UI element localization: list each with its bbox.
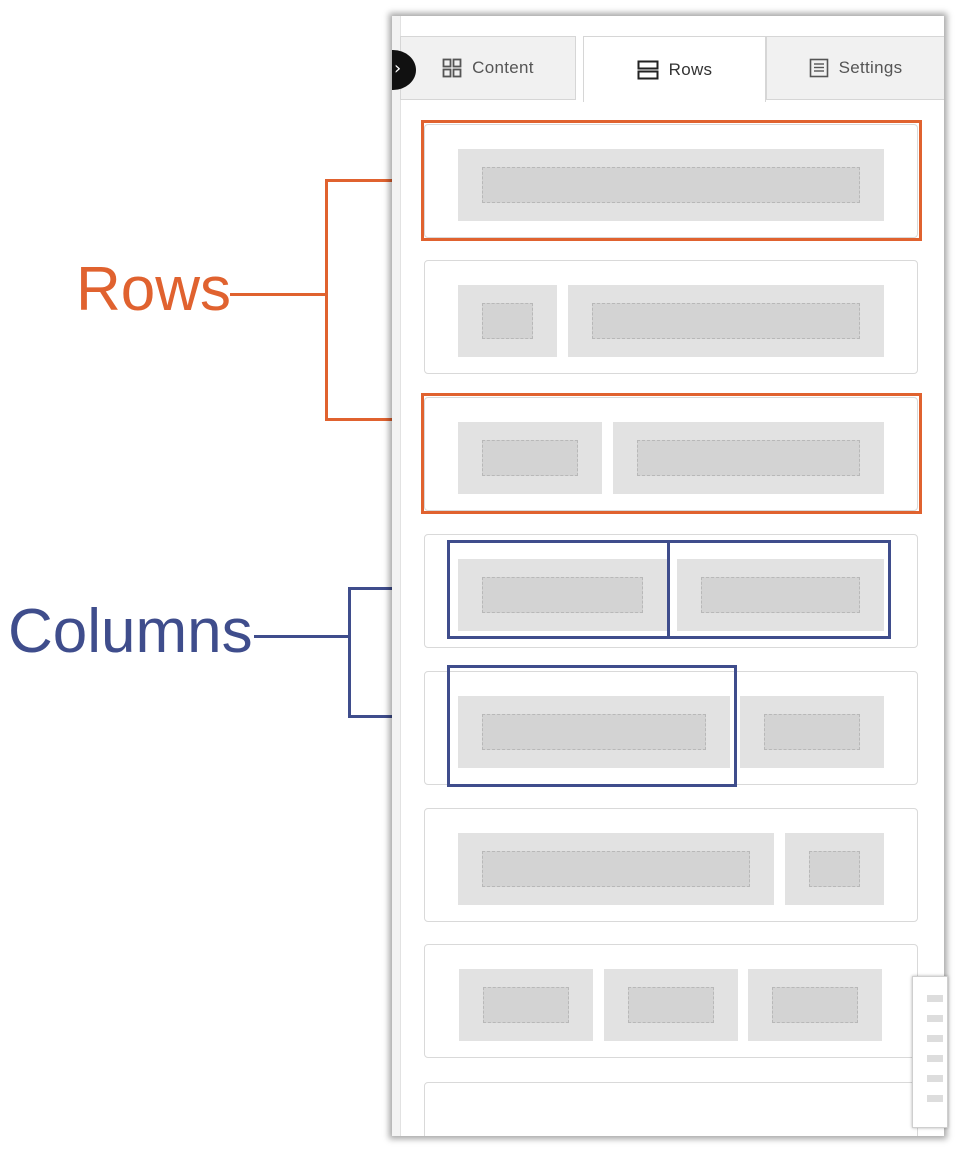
column-block (740, 696, 884, 768)
column-placeholder (482, 714, 706, 750)
column-placeholder (482, 851, 750, 887)
column-block (785, 833, 884, 905)
thumbnail-line (927, 1015, 943, 1022)
column-placeholder (628, 987, 714, 1023)
thumbnail-line (927, 1055, 943, 1062)
column-placeholder (482, 440, 578, 476)
row-layout-twothird-third[interactable] (424, 671, 918, 785)
rows-annotation-label: Rows (76, 255, 232, 324)
row-layout-list (392, 16, 944, 1136)
tab-settings-label: Settings (838, 58, 903, 77)
rows-bracket-top (325, 179, 423, 182)
column-block (568, 285, 884, 357)
column-placeholder (809, 851, 860, 887)
thumbnail-preview (912, 976, 948, 1128)
grid-icon (442, 58, 462, 78)
column-placeholder (483, 987, 569, 1023)
tab-settings[interactable]: Settings (766, 36, 944, 100)
builder-panel: Content Rows Settings › (392, 16, 944, 1136)
panel-edge (392, 16, 401, 1136)
column-block (458, 696, 730, 768)
chevron-right-icon: › (394, 58, 402, 79)
rows-pointer-line (230, 293, 328, 296)
rows-bracket-vertical (325, 179, 328, 421)
row-layout-three-col[interactable] (424, 944, 918, 1058)
tab-bar: Content Rows Settings (400, 36, 944, 102)
settings-list-icon (809, 58, 828, 78)
column-block (613, 422, 884, 494)
column-block (604, 969, 738, 1041)
column-placeholder (482, 577, 643, 613)
column-placeholder (772, 987, 858, 1023)
row-layout-1-col[interactable] (424, 124, 918, 238)
rows-icon (637, 60, 659, 79)
column-placeholder (637, 440, 860, 476)
row-layout-threequarter-quarter[interactable] (424, 808, 918, 922)
tab-content[interactable]: Content (400, 36, 576, 100)
column-block (458, 422, 602, 494)
thumbnail-line (927, 995, 943, 1002)
tab-content-label: Content (472, 58, 534, 77)
rows-bracket-bottom (325, 418, 423, 421)
row-layout-quarter-threequarter[interactable] (424, 260, 918, 374)
tab-rows-label: Rows (668, 59, 713, 79)
row-layout-partial[interactable] (424, 1082, 918, 1136)
column-block (458, 559, 667, 631)
thumbnail-line (927, 1075, 943, 1082)
row-layout-half-half[interactable] (424, 534, 918, 648)
column-placeholder (701, 577, 860, 613)
thumbnail-line (927, 1035, 943, 1042)
columns-pointer-line (254, 635, 350, 638)
column-block (458, 149, 884, 221)
column-placeholder (482, 303, 533, 339)
column-placeholder (592, 303, 860, 339)
row-layout-third-twothird[interactable] (424, 397, 918, 511)
tab-rows[interactable]: Rows (583, 36, 766, 102)
column-block (677, 559, 884, 631)
columns-annotation-label: Columns (8, 597, 253, 666)
column-block (458, 833, 774, 905)
thumbnail-line (927, 1095, 943, 1102)
column-block (748, 969, 882, 1041)
column-block (459, 969, 593, 1041)
column-block (458, 285, 557, 357)
columns-bracket-vertical (348, 587, 351, 718)
column-placeholder (482, 167, 860, 203)
column-placeholder (764, 714, 860, 750)
